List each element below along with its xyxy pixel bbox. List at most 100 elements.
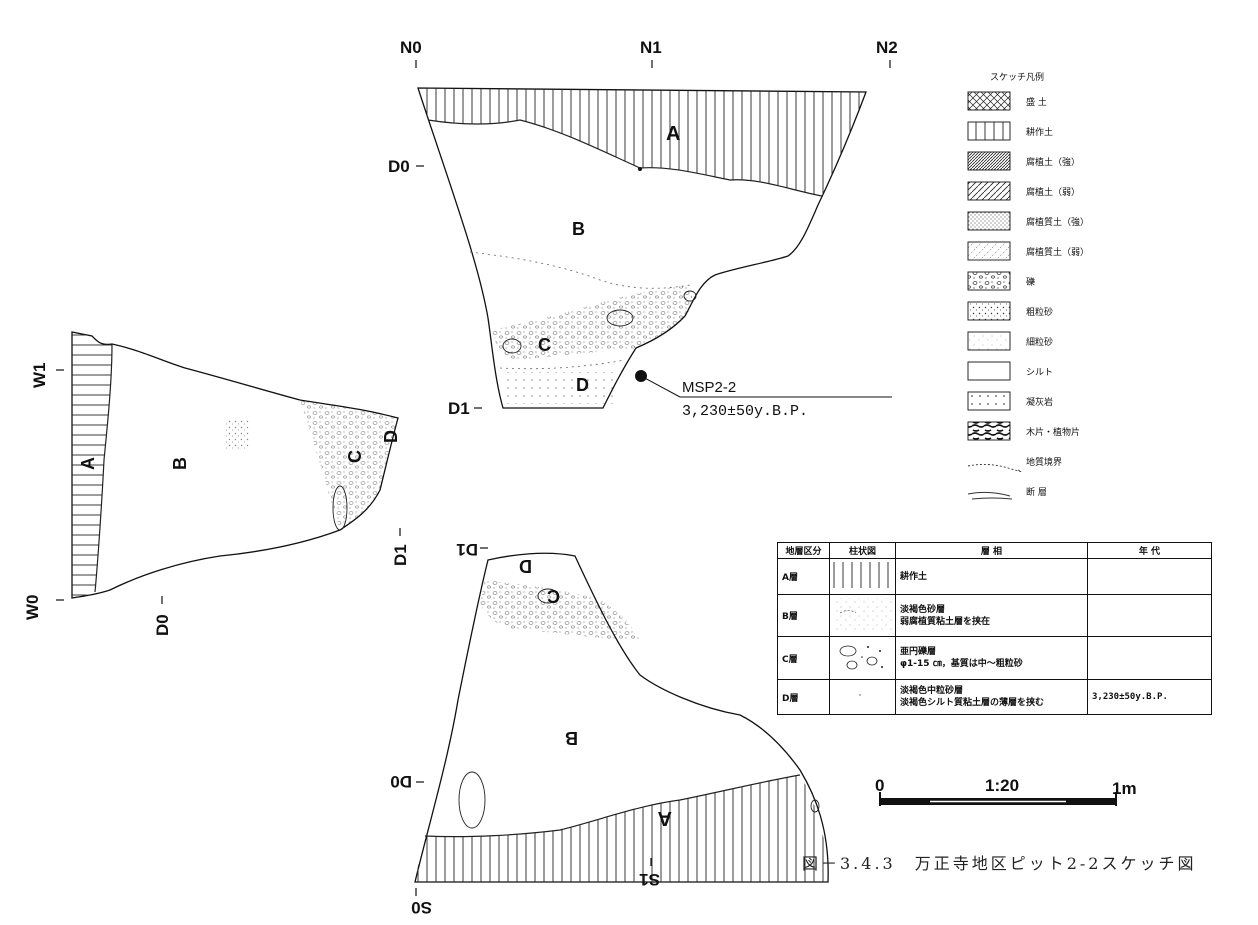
scale-end: 1m — [1112, 779, 1137, 798]
south-section — [414, 552, 829, 883]
sample-name: MSP2-2 — [682, 379, 736, 396]
row-desc-d: 淡褐色中粒砂層 淡褐色シルト質粘土層の薄層を挟む — [895, 679, 1088, 715]
legend-swatch — [967, 421, 1011, 441]
west-layer-label-a: A — [78, 457, 98, 470]
legend-label: 凝灰岩 — [1026, 396, 1053, 408]
south-layer-label-c: C — [547, 586, 560, 606]
legend-label: 細粒砂 — [1026, 336, 1053, 348]
west-boundary-ab — [94, 343, 113, 593]
row-desc-b: 淡褐色砂層 弱腐植質粘土層を挟在 — [895, 594, 1088, 637]
north-label-d0: D0 — [388, 157, 410, 176]
sample-callout: MSP2-2 3,230±50y.B.P. — [635, 370, 892, 420]
legend-label: 腐植土（弱） — [1026, 186, 1080, 198]
north-gravel-zone — [492, 285, 693, 360]
south-layer-label-a: A — [658, 807, 672, 829]
scale-start: 0 — [875, 776, 884, 795]
legend-label: 耕作土 — [1026, 126, 1053, 138]
north-label-n1: N1 — [640, 38, 662, 57]
legend-item: 耕作土 — [967, 121, 1053, 141]
table-row: C層 亜円礫層 φ1-15 ㎝，基質は中～粗粒砂 — [777, 636, 1212, 680]
south-layer-a — [415, 775, 828, 882]
legend-label: 腐植質土（弱） — [1026, 246, 1089, 258]
row-age-c — [1087, 636, 1212, 680]
header-layer: 地層区分 — [777, 542, 830, 559]
legend-item: 礫 — [967, 271, 1035, 291]
desc-line: 耕作土 — [900, 571, 928, 582]
north-layer-label-a: A — [666, 123, 680, 145]
south-axis-labels: S0 S1 D0 D1 A B C D — [390, 540, 672, 917]
header-age: 年 代 — [1087, 542, 1212, 559]
legend-swatch — [967, 91, 1011, 111]
west-layer-label-b: B — [170, 457, 190, 470]
west-label-d0: D0 — [153, 614, 172, 636]
south-gravel-zone — [480, 580, 640, 640]
legend-item: 細粒砂 — [967, 331, 1053, 351]
legend-item: 盛 土 — [967, 91, 1047, 111]
west-label-w1: W1 — [30, 363, 49, 389]
south-label-s0: S0 — [411, 898, 432, 917]
south-label-d0: D0 — [390, 772, 412, 791]
legend-item: 地質境界 — [967, 456, 1062, 473]
legend-item: シルト — [967, 361, 1053, 381]
column-graphic-d — [829, 679, 896, 715]
north-boundary-bc — [469, 251, 691, 289]
header-facies: 層 相 — [895, 542, 1088, 559]
south-label-d1: D1 — [456, 540, 478, 559]
legend-swatch — [967, 391, 1011, 411]
figure-caption: 図－3.4.3 万正寺地区ピット2-2スケッチ図 — [802, 854, 1197, 873]
north-label-d1: D1 — [448, 399, 470, 418]
legend-swatch — [967, 361, 1011, 381]
table-row: D層 淡褐色中粒砂層 淡褐色シルト質粘土層の薄層を挟む 3,230±50y.B.… — [777, 679, 1212, 715]
west-label-d1: D1 — [391, 544, 410, 566]
column-graphic-c — [829, 636, 896, 680]
row-layer-b: B層 — [777, 594, 830, 637]
desc-line: 淡褐色砂層 — [900, 604, 946, 615]
scale-bar: 0 1:20 1m — [875, 776, 1137, 806]
legend-item: 木片・植物片 — [967, 421, 1080, 441]
south-layer-label-b: B — [565, 728, 578, 748]
legend-item: 断 層 — [967, 486, 1047, 500]
desc-line: 淡褐色シルト質粘土層の薄層を挟む — [900, 698, 1045, 708]
west-section — [71, 331, 399, 599]
row-layer-a: A層 — [777, 558, 830, 595]
legend-item: 凝灰岩 — [967, 391, 1053, 411]
legend-item: 腐植土（強） — [967, 151, 1080, 171]
north-boundary-cd — [499, 359, 626, 370]
west-label-w0: W0 — [23, 595, 42, 621]
strata-table: 地層区分 柱状図 層 相 年 代 A層 耕作土 B層 淡褐色砂層 弱腐植質 — [777, 542, 1212, 715]
south-layer-label-d: D — [519, 556, 532, 576]
west-layer-label-c: C — [345, 450, 365, 463]
west-gravel-zone — [300, 400, 398, 530]
legend-label: 盛 土 — [1026, 96, 1047, 108]
south-label-s1: S1 — [639, 870, 660, 889]
column-graphic-a — [829, 558, 896, 595]
legend-item: 腐植質土（強） — [967, 211, 1089, 231]
scale-ratio: 1:20 — [985, 776, 1019, 795]
north-axis-labels: N0 N1 N2 D0 D1 A B C D — [388, 38, 898, 418]
row-desc-c: 亜円礫層 φ1-15 ㎝，基質は中～粗粒砂 — [895, 636, 1088, 680]
legend-swatch — [967, 331, 1011, 351]
legend-swatch — [967, 121, 1011, 141]
column-graphic-b — [829, 594, 896, 637]
header-column: 柱状図 — [829, 542, 896, 559]
legend-title: スケッチ凡例 — [990, 73, 1045, 83]
west-axis-labels: W1 W0 D0 D1 A B C D — [23, 363, 410, 637]
sample-date: 3,230±50y.B.P. — [682, 403, 808, 420]
table-row: B層 淡褐色砂層 弱腐植質粘土層を挟在 — [777, 594, 1212, 637]
west-layer-label-d: D — [381, 430, 401, 443]
row-layer-c: C層 — [777, 636, 830, 680]
legend-swatch — [967, 463, 1022, 473]
legend-swatch — [967, 181, 1011, 201]
legend-label: 粗粒砂 — [1026, 306, 1053, 318]
legend-swatch — [967, 211, 1011, 231]
legend-swatch — [967, 491, 1013, 500]
row-age-b — [1087, 594, 1212, 637]
desc-line: 亜円礫層 — [900, 647, 937, 657]
legend-swatch — [967, 271, 1011, 291]
legend-item: 腐植土（弱） — [967, 181, 1080, 201]
row-layer-d: D層 — [777, 679, 830, 715]
row-age-a — [1087, 558, 1212, 595]
legend-label: 木片・植物片 — [1026, 426, 1080, 438]
